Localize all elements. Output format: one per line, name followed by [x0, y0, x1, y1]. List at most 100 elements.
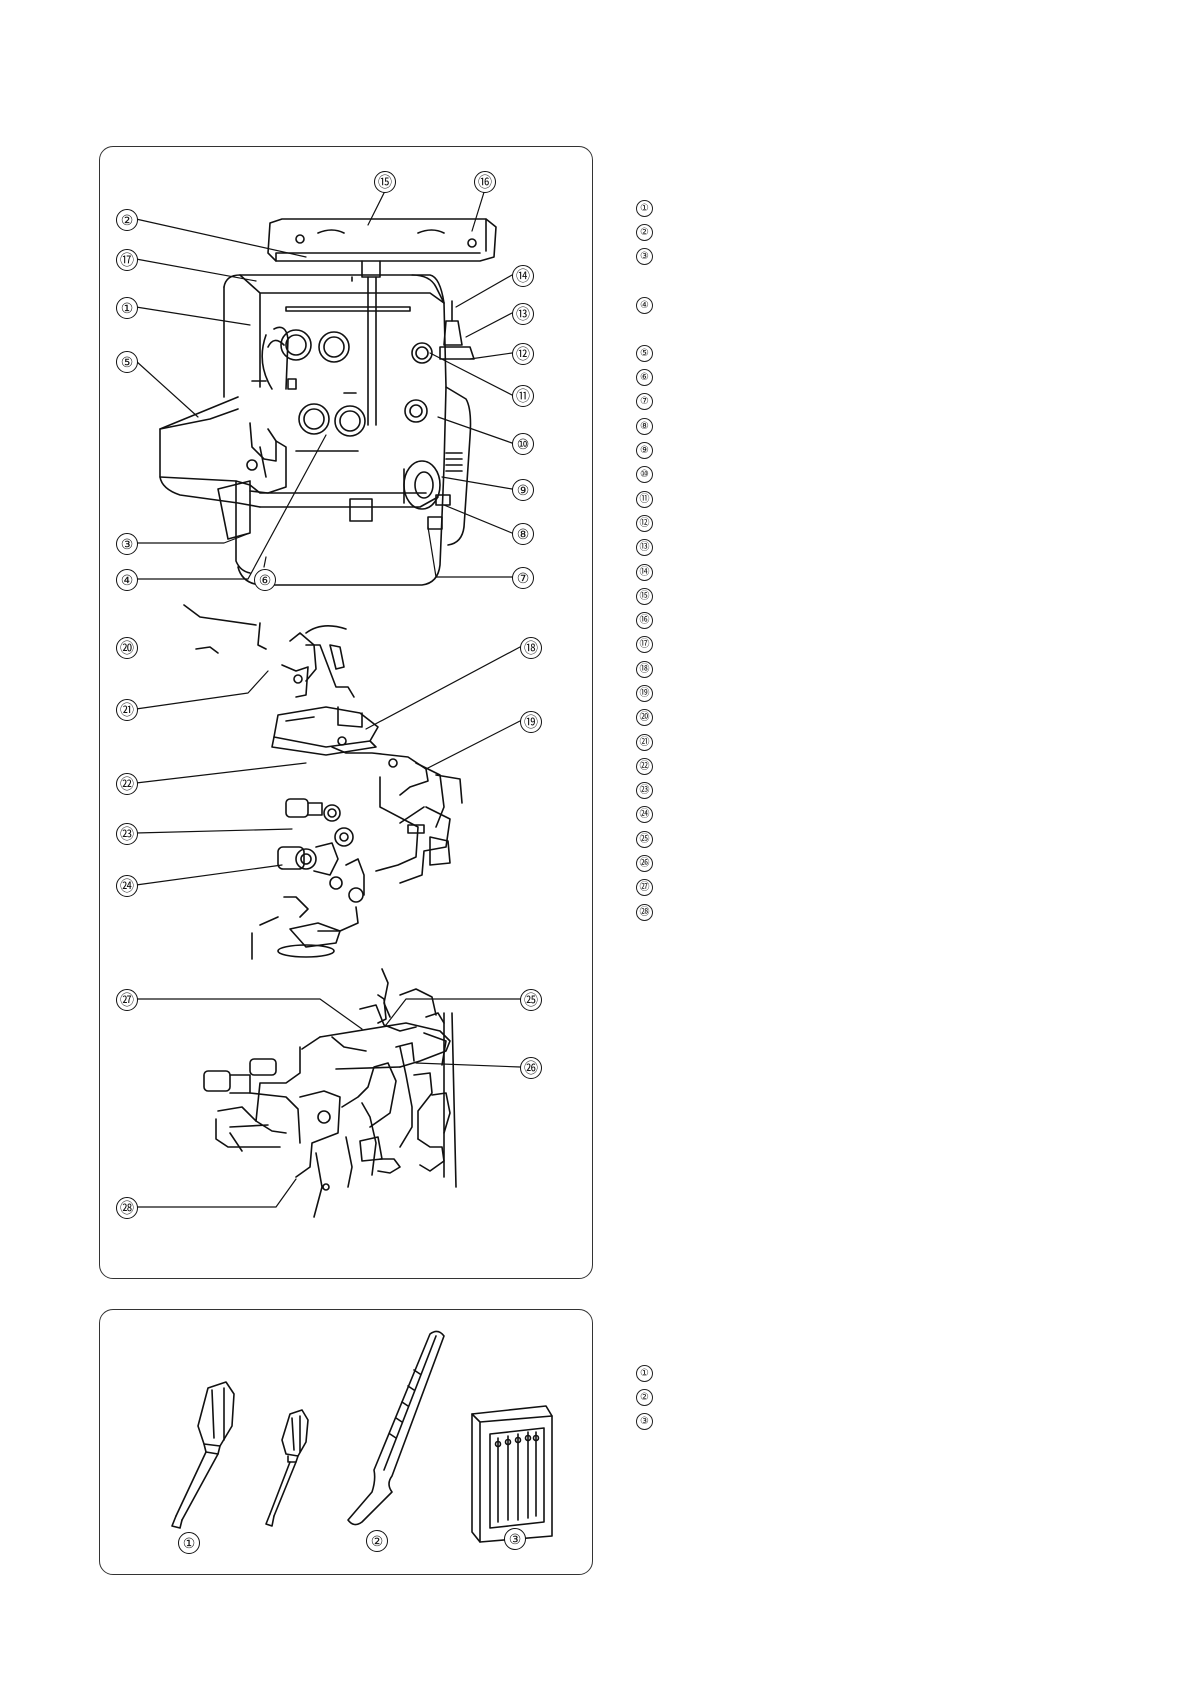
parts-index-item: ⑧ [636, 414, 663, 438]
index-number: ⑩ [636, 466, 653, 484]
parts-index-item: ㉒ [636, 754, 663, 778]
index-number: ② [636, 223, 653, 241]
index-number: ③ [636, 248, 653, 266]
parts-index-item: ⑬ [636, 536, 663, 560]
parts-index-item: ⑲ [636, 681, 663, 705]
parts-index-item: ⑯ [636, 608, 663, 632]
parts-index-item: ① [636, 196, 663, 220]
large-screwdriver-icon [171, 1381, 235, 1529]
index-number: ㉑ [636, 733, 653, 751]
parts-index-item: ② [636, 220, 663, 244]
callout-23: ㉓ [116, 823, 138, 845]
parts-index-item: ㉑ [636, 730, 663, 754]
callout-19: ⑲ [520, 711, 542, 733]
callout-12: ⑫ [512, 343, 534, 365]
index-number: ① [636, 199, 653, 217]
callout-9: ⑨ [512, 479, 534, 501]
index-number: ⑲ [636, 684, 653, 702]
index-number: ⑥ [636, 369, 653, 387]
index-number: ⑫ [636, 514, 653, 532]
tweezers-icon [347, 1330, 445, 1526]
index-number: ㉒ [636, 757, 653, 775]
index-number: ① [636, 1364, 653, 1382]
callout-21: ㉑ [116, 699, 138, 721]
callout-screwdrivers: ① [178, 1532, 200, 1554]
callout-10: ⑩ [512, 433, 534, 455]
looper-illustration [203, 968, 457, 1218]
accessories-index-item: ③ [636, 1410, 663, 1434]
callout-1: ① [116, 297, 138, 319]
callout-needles: ③ [504, 1528, 526, 1550]
index-number: ⑱ [636, 660, 653, 678]
parts-index-item: ⑨ [636, 438, 663, 462]
index-number: ⑪ [636, 490, 653, 508]
index-number: ⑮ [636, 587, 653, 605]
machine-body [159, 274, 475, 586]
callout-22: ㉒ [116, 773, 138, 795]
callout-8: ⑧ [512, 523, 534, 545]
callout-26: ㉖ [520, 1057, 542, 1079]
callout-24: ㉔ [116, 875, 138, 897]
index-number: ㉖ [636, 855, 653, 873]
index-number: ⑨ [636, 442, 653, 460]
parts-index-item: ㉓ [636, 779, 663, 803]
leader-lines-middle [135, 646, 521, 886]
parts-index-item: ⑳ [636, 706, 663, 730]
callout-18: ⑱ [520, 637, 542, 659]
callout-14: ⑭ [512, 265, 534, 287]
callout-13: ⑬ [512, 303, 534, 325]
index-number: ㉘ [636, 903, 653, 921]
index-number: ⑤ [636, 344, 653, 362]
small-screwdriver-icon [265, 1409, 309, 1527]
index-number: ④ [636, 296, 653, 314]
leader-lines-bottom [135, 998, 521, 1208]
callout-tweezers: ② [366, 1530, 388, 1552]
index-number: ㉗ [636, 879, 653, 897]
parts-index-item: ⑰ [636, 633, 663, 657]
accessories-illustration [171, 1330, 553, 1543]
parts-index-item: ④ [636, 293, 663, 317]
index-number: ⑦ [636, 393, 653, 411]
parts-index-item: ㉘ [636, 900, 663, 924]
parts-index-item: ⑱ [636, 657, 663, 681]
callout-11: ⑪ [512, 385, 534, 407]
parts-diagram-panel: ⑮ ⑯ ② ⑰ ⑭ ① ⑬ ⑫ ⑤ ⑪ ⑩ ⑨ ⑧ ③ ④ ⑥ ⑦ ⑳ ⑱ ㉑ … [99, 146, 593, 1279]
accessories-index-item: ① [636, 1361, 663, 1385]
callout-4: ④ [116, 569, 138, 591]
thread-stand [267, 218, 497, 426]
parts-index-item: ⑦ [636, 390, 663, 414]
index-number: ⑳ [636, 709, 653, 727]
index-number: ⑯ [636, 612, 653, 630]
index-number: ㉕ [636, 830, 653, 848]
index-number: ⑭ [636, 563, 653, 581]
parts-index-item: ⑮ [636, 584, 663, 608]
index-number: ⑰ [636, 636, 653, 654]
parts-index-item: ㉖ [636, 851, 663, 875]
callout-16: ⑯ [474, 171, 496, 193]
parts-index-item: ㉕ [636, 827, 663, 851]
index-number: ⑧ [636, 417, 653, 435]
index-number: ② [636, 1388, 653, 1406]
index-number: ㉓ [636, 782, 653, 800]
parts-index-item: ㉔ [636, 803, 663, 827]
callout-25: ㉕ [520, 989, 542, 1011]
callout-3: ③ [116, 533, 138, 555]
parts-index-list: ① ② ③ ④ ⑤ ⑥ ⑦ ⑧ ⑨ ⑩ ⑪ ⑫ ⑬ ⑭ ⑮ ⑯ ⑰ ⑱ ⑲ ⑳ … [636, 196, 663, 924]
callout-7: ⑦ [512, 567, 534, 589]
callout-28: ㉘ [116, 1197, 138, 1219]
parts-index-item: ⑩ [636, 463, 663, 487]
index-number: ③ [636, 1413, 653, 1431]
parts-index-item: ⑫ [636, 511, 663, 535]
parts-index-item: ⑭ [636, 560, 663, 584]
index-number: ㉔ [636, 806, 653, 824]
index-number: ⑬ [636, 539, 653, 557]
parts-index-item: ㉗ [636, 876, 663, 900]
needle-plate-illustration [183, 604, 463, 960]
callout-15: ⑮ [374, 171, 396, 193]
accessories-index-list: ① ② ③ [636, 1361, 663, 1434]
parts-index-item: ⑥ [636, 365, 663, 389]
leader-lines-top [135, 188, 513, 580]
needle-pack-icon [471, 1405, 553, 1543]
callout-20: ⑳ [116, 637, 138, 659]
callout-17: ⑰ [116, 249, 138, 271]
